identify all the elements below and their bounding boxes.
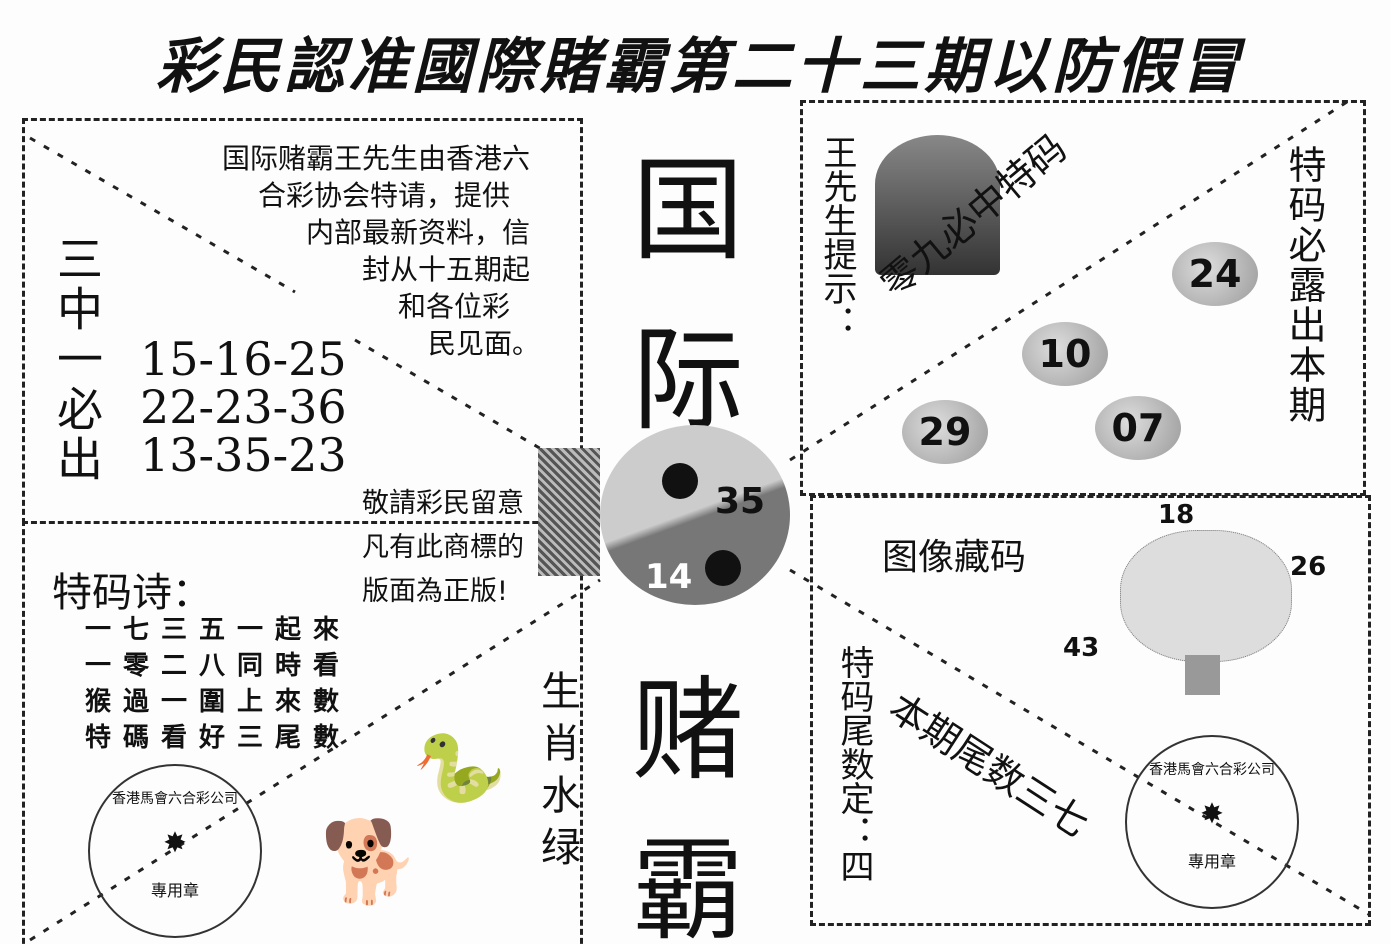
intro-text: 国际赌霸王先生由香港六 合彩协会特请，提供 内部最新资料，信 封从十五期起 和各… [100, 140, 540, 362]
panel-tips [800, 100, 1366, 496]
right-vertical-text: 特码必露出本期 [1282, 145, 1326, 425]
stamp-center-text: 專用章 [1187, 852, 1236, 871]
intro-line: 封从十五期起 [361, 253, 530, 286]
tree-number: 18 [1158, 500, 1195, 530]
intro-line: 国际赌霸王先生由香港六 [221, 142, 530, 175]
notice-line: 凡有此商標的 [362, 532, 524, 563]
number-ball: 29 [902, 400, 988, 464]
poem-line: 猴過一圍上來數 [85, 687, 352, 717]
intro-line: 内部最新资料，信 [305, 216, 530, 249]
poem-line: 特碼看好三尾數 [85, 723, 352, 753]
tree-image [1120, 530, 1292, 662]
stamp-center-text: 專用章 [150, 881, 199, 900]
star-icon: ✸ [163, 826, 187, 859]
number-row: 13-35-23 [140, 428, 347, 482]
center-char: 国 [632, 146, 744, 276]
poem-title: 特码诗： [52, 570, 212, 616]
number-ball: 10 [1022, 322, 1108, 386]
intro-line: 民见面。 [427, 327, 540, 360]
panel-poem [22, 520, 583, 944]
center-char: 赌 [632, 666, 744, 796]
tip-label: 王先生提示： [817, 135, 857, 339]
panel-image-code [810, 495, 1371, 926]
number-row: 15-16-25 [140, 332, 347, 386]
poem-line: 一七三五一起來 [85, 615, 352, 645]
yinyang-number: 35 [715, 481, 766, 522]
company-stamp: 香港馬會六合彩公司 ✸ 專用章 [1125, 735, 1299, 909]
dog-icon: 🐕 [320, 815, 420, 908]
number-ball: 07 [1095, 396, 1181, 460]
tree-number: 43 [1063, 633, 1100, 663]
three-label: 三中一必出 [50, 235, 104, 485]
notice-line: 敬請彩民留意 [362, 488, 524, 519]
center-char: 霸 [632, 826, 744, 944]
page-title: 彩民認准國際賭霸第二十三期以防假冒 [156, 32, 1244, 102]
zodiac-label: 生肖水绿 [534, 670, 580, 878]
panel-intro [22, 118, 583, 524]
poem: 一七三五一起來 一零二八同時看 猴過一圍上來數 特碼看好三尾數 [85, 612, 351, 756]
yinyang-number: 14 [645, 557, 693, 597]
portrait-photo [875, 135, 1000, 275]
intro-line: 和各位彩 [397, 290, 510, 323]
stamp-ring-text: 香港馬會六合彩公司 [1149, 762, 1275, 778]
number-ball: 24 [1172, 242, 1258, 306]
yin-yang-icon: 35 14 [600, 425, 790, 605]
notice-text: 敬請彩民留意 凡有此商標的 版面為正版! [362, 482, 524, 614]
tail-label: 特码尾数定：四 [834, 645, 874, 883]
intro-line: 合彩协会特请，提供 [257, 179, 510, 212]
trademark-logo [538, 448, 600, 576]
poem-line: 一零二八同時看 [85, 651, 352, 681]
number-row: 22-23-36 [140, 380, 347, 434]
image-code-label: 图像藏码 [882, 537, 1027, 578]
three-numbers: 15-16-25 22-23-36 13-35-23 [140, 335, 347, 479]
stamp-ring-text: 香港馬會六合彩公司 [112, 791, 238, 807]
company-stamp: 香港馬會六合彩公司 ✸ 專用章 [88, 764, 262, 938]
tree-trunk [1185, 655, 1220, 695]
notice-line: 版面為正版! [362, 576, 508, 607]
tree-number: 26 [1290, 552, 1327, 582]
star-icon: ✸ [1200, 797, 1224, 830]
center-char: 际 [632, 316, 744, 446]
